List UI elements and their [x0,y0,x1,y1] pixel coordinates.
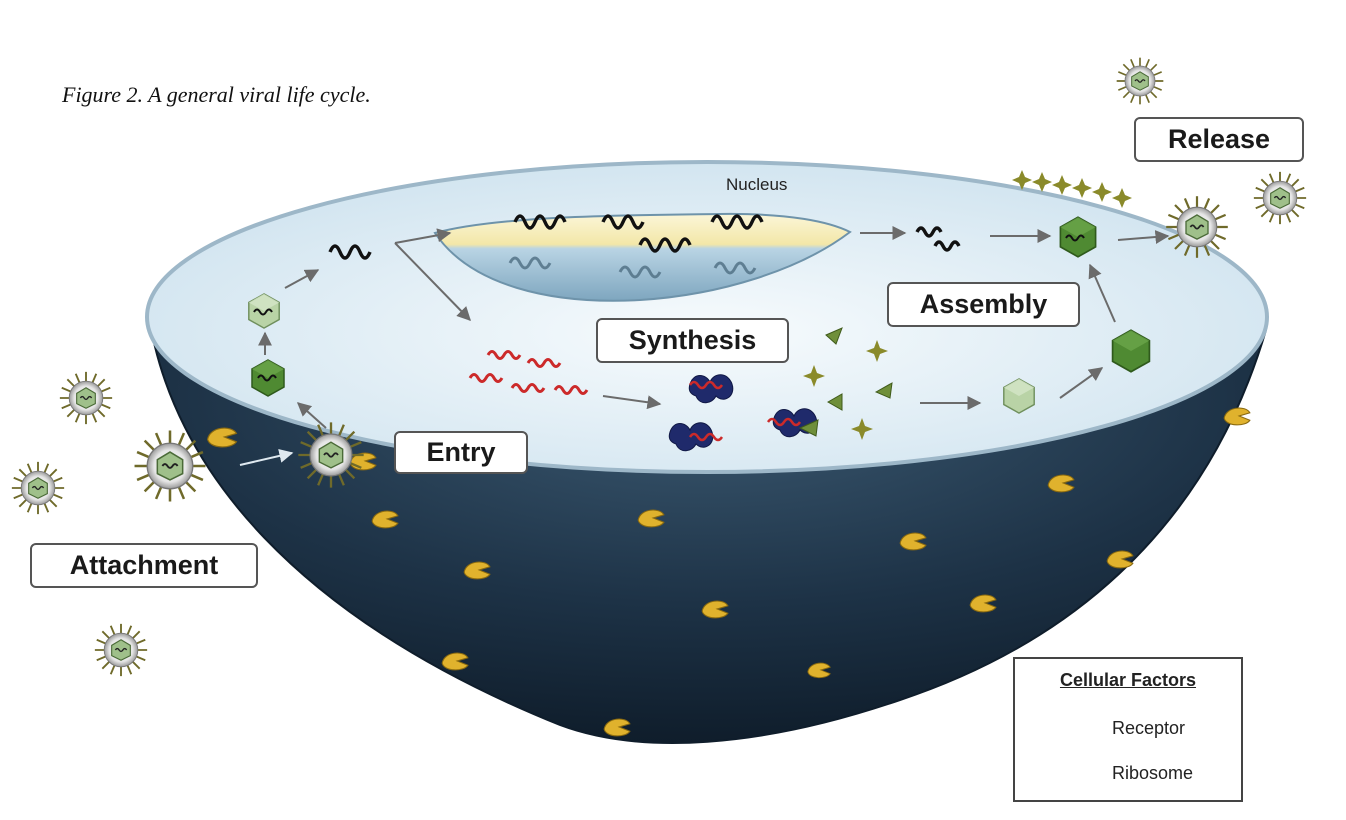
mrna-strand [553,385,589,395]
envelope-protein [803,365,825,387]
envelope-protein [1092,182,1112,202]
budding-virus-icon [1165,195,1229,259]
entry-arrow [296,402,327,429]
viral-genome-dna [513,214,567,230]
release-label: Release [1134,117,1304,162]
translation-arrow [602,395,662,410]
mrna-strand [486,350,522,360]
virus-particle-icon [10,460,66,516]
envelope-protein [1072,178,1092,198]
mrna-strand [526,358,562,368]
envelope-protein [1012,170,1032,190]
nucleus-label: Nucleus [726,175,788,194]
nuclear-entry-arrow [394,228,452,244]
viral-genome-dna [328,244,372,260]
viral-genome-dna-shadow [508,256,552,270]
virus-particle-icon [58,370,114,426]
attaching-virus-icon [133,429,207,503]
virus-particle-icon [1115,56,1165,106]
cytoplasm-surface [145,160,1269,474]
capsid-protein [826,393,843,411]
release-arrow [1117,230,1170,244]
viral-genome-dna [1065,234,1085,242]
assembly-arrow [1059,367,1104,399]
assembly-label: Assembly [887,282,1080,327]
envelope-protein [1032,172,1052,192]
transcription-arrow [394,242,471,322]
capsid-protein [874,382,893,399]
viral-genome-dna [710,214,764,230]
attachment-label: Attachment [30,543,258,588]
figure-caption: Figure 2. A general viral life cycle. [62,82,371,107]
synthesis-label: Synthesis [596,318,789,363]
viral-genome-dna [601,214,645,230]
mrna-strand [766,417,802,427]
legend-title: Cellular Factors [1059,670,1197,690]
virus-particle-icon [1252,170,1308,226]
virus-particle-icon [93,622,149,678]
legend-item-ribosome: Ribosome [1112,763,1194,783]
viral-genome-dna [933,240,961,252]
viral-genome-dna-shadow [618,265,662,279]
attachment-arrow [239,449,294,466]
legend-item-receptor: Receptor [1112,718,1186,738]
viral-genome-dna [915,226,943,238]
viral-genome-dna [257,374,277,382]
capsid-protein [825,327,843,345]
viral-genome-dna-shadow [713,261,757,275]
entering-virus-icon [297,421,365,489]
mrna-strand [468,373,504,383]
envelope-protein [1112,188,1132,208]
viral-genome-dna [253,308,273,316]
entry-label: Entry [394,431,528,474]
uncoating-arrow [284,269,320,289]
legend: Cellular Factors Receptor Ribosome [1013,657,1243,802]
envelope-protein [1052,175,1072,195]
mrna-strand [510,383,546,393]
assembly-arrow [1088,263,1116,323]
mrna-strand [688,380,724,390]
capsid-protein [798,419,819,437]
mrna-strand [688,432,724,442]
envelope-protein [866,340,888,362]
envelope-protein [851,418,873,440]
viral-genome-group [328,214,961,260]
viral-genome-dna [638,237,692,253]
